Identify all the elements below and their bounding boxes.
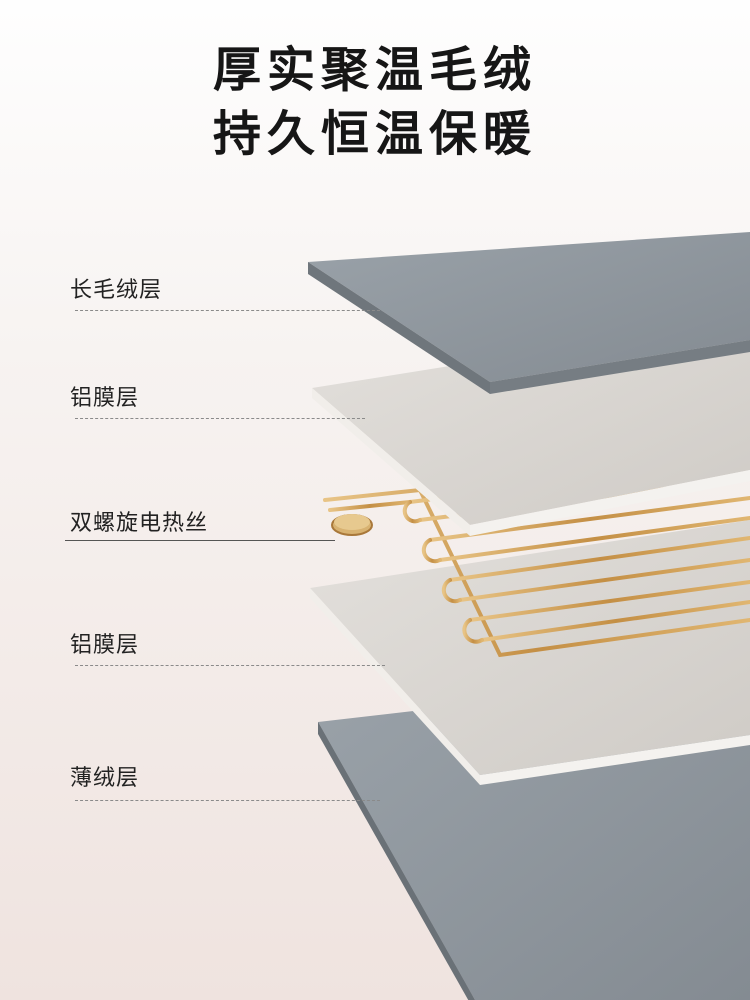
lower-foil-layer bbox=[310, 520, 750, 785]
headline-line-2: 持久恒温保暖 bbox=[212, 106, 537, 162]
layer-label-thin-plush: 薄绒层 bbox=[70, 766, 140, 791]
long-plush-layer bbox=[308, 232, 750, 394]
layer-label-foil-lower: 铝膜层 bbox=[70, 633, 140, 658]
upper-foil-layer bbox=[312, 318, 750, 536]
layer-label-long-plush: 长毛绒层 bbox=[70, 278, 163, 303]
layer-label-heating-wire: 双螺旋电热丝 bbox=[70, 511, 209, 536]
leader-line-long-plush bbox=[75, 310, 380, 311]
leader-line-thin-plush bbox=[75, 800, 380, 801]
leader-line-heating-wire bbox=[65, 540, 335, 541]
leader-line-foil-upper bbox=[75, 418, 365, 419]
layer-label-foil-upper: 铝膜层 bbox=[70, 386, 140, 411]
headline-line-1: 厚实聚温毛绒 bbox=[212, 42, 537, 98]
leader-line-foil-lower bbox=[75, 665, 385, 666]
headline: 厚实聚温毛绒 持久恒温保暖 bbox=[0, 38, 750, 166]
wire-connector-icon bbox=[331, 514, 373, 536]
